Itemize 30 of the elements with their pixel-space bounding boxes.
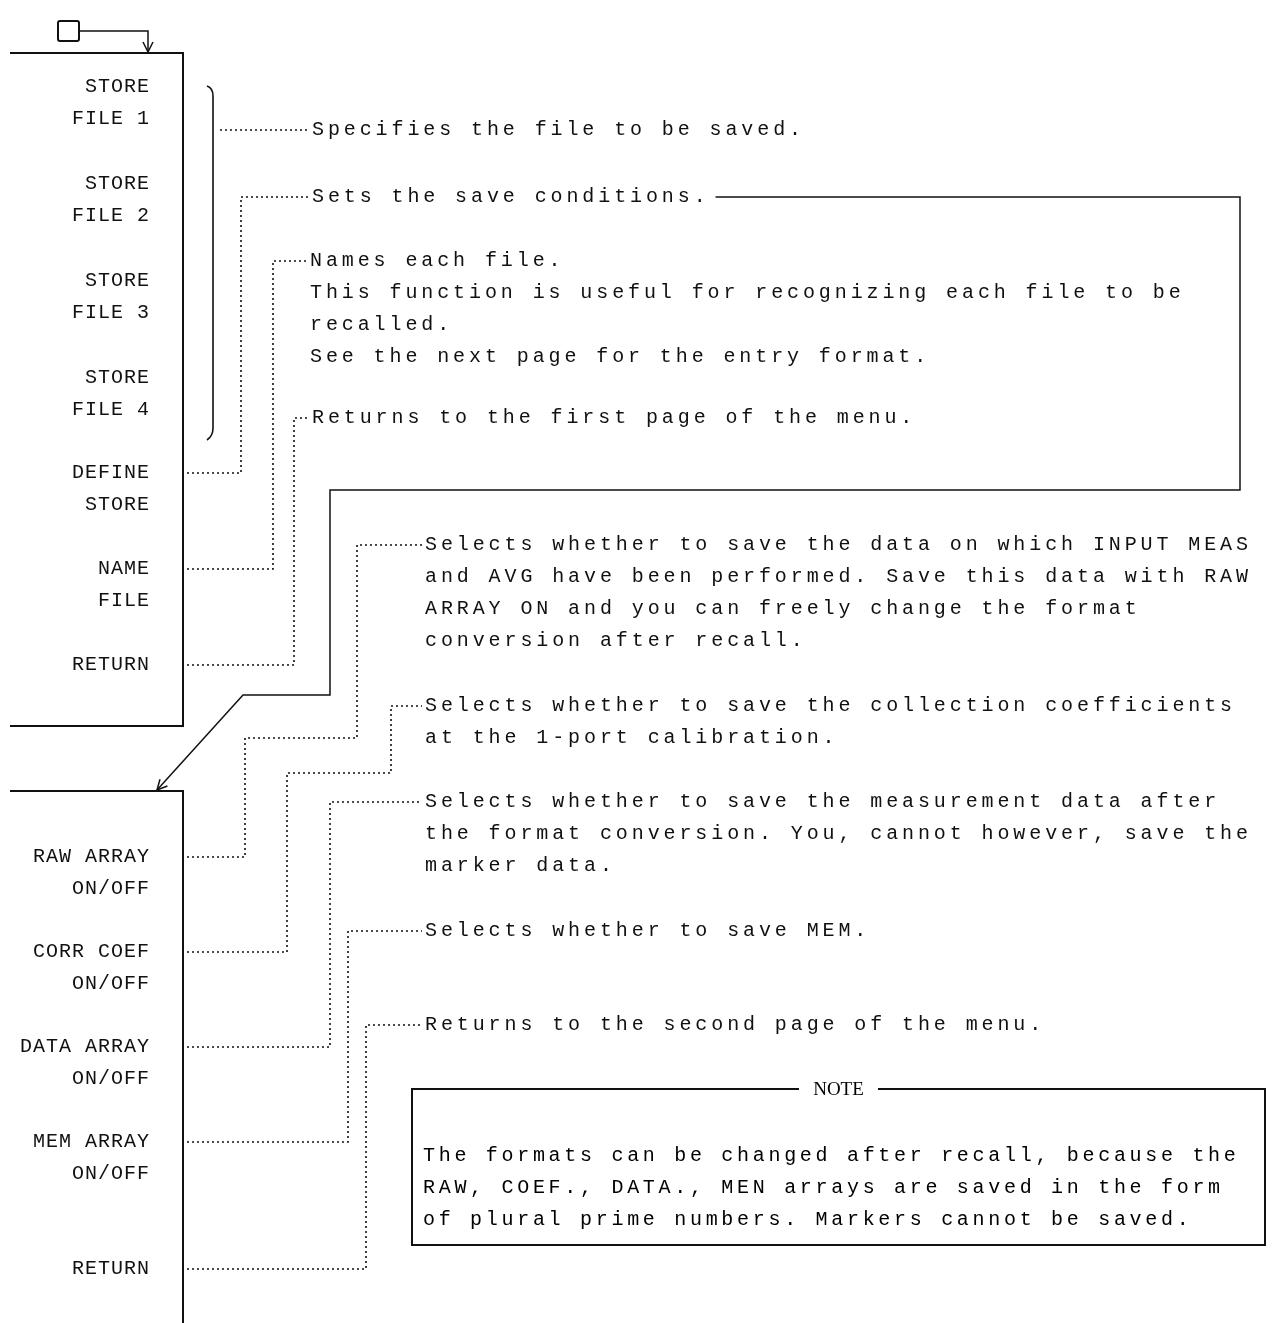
- description-text: Sets the save conditions.: [312, 181, 710, 213]
- note-text: The formats can be changed after recall, because the RAW, COEF., DATA., MEN arrays are saved in the form of plural prime numbers. Markers cannot be saved.: [423, 1143, 1241, 1233]
- softkey-label: DEFINE STORE: [10, 457, 182, 521]
- description-text: Returns to the second page of the menu.: [425, 1009, 1046, 1041]
- description-text: Selects whether to save the measurement data after the format conversion. You, cannot however, save the marker data.: [425, 786, 1267, 882]
- softkey-label: STORE FILE 2: [10, 168, 182, 232]
- softkey-label: STORE FILE 3: [10, 265, 182, 329]
- description-text: See the next page for the entry format.: [310, 344, 932, 370]
- description-text: Selects whether to save the data on which INPUT MEAS and AVG have been performed. Save this data with RAW ARRAY ON and you can freely change the format conversion after recall.: [425, 529, 1267, 657]
- description-text: Selects whether to save MEM.: [425, 915, 871, 947]
- softkey-label: NAME FILE: [10, 553, 182, 617]
- description-text: This function is useful for recognizing each file to be recalled.: [310, 280, 1186, 338]
- softkey-label: RETURN: [10, 1253, 182, 1285]
- description-text: Returns to the first page of the menu.: [312, 402, 917, 434]
- softkey-menu-panel: [10, 790, 184, 1323]
- softkey-label: STORE FILE 1: [10, 71, 182, 135]
- arrow: [79, 30, 154, 53]
- softkey-label: RAW ARRAY ON/OFF: [10, 841, 182, 905]
- softkey-label: MEM ARRAY ON/OFF: [10, 1126, 182, 1190]
- softkey-label: STORE FILE 4: [10, 362, 182, 426]
- softkey-label: DATA ARRAY ON/OFF: [10, 1031, 182, 1095]
- description-text: Selects whether to save the collection coefficients at the 1-port calibration.: [425, 690, 1267, 754]
- description-text: Specifies the file to be saved.: [312, 114, 805, 146]
- softkey-label: CORR COEF ON/OFF: [10, 936, 182, 1000]
- description-text: Names each file.: [310, 248, 566, 274]
- leader-line: [219, 129, 310, 131]
- softkey-label: RETURN: [10, 649, 182, 681]
- softkey-menu-panel: [10, 52, 184, 727]
- softkey-symbol: [57, 20, 80, 42]
- arrow: [156, 196, 1241, 791]
